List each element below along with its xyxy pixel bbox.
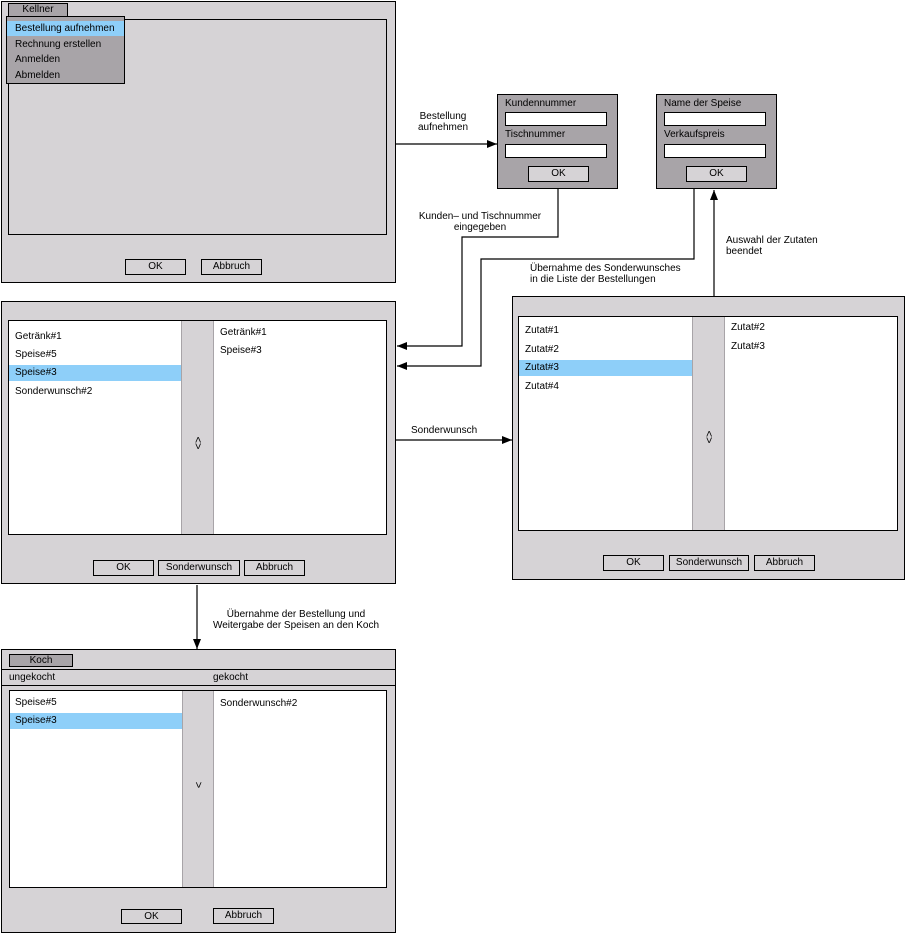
speise-ok-button[interactable]: OK [686, 166, 747, 182]
zutaten-list-area: Zutat#1 Zutat#2 Zutat#3 Zutat#4 <> Zutat… [518, 316, 898, 531]
list-item[interactable]: Zutat#3 [731, 341, 765, 352]
kellner-window: Kellner Bestellung aufnehmen Rechnung er… [1, 1, 396, 283]
list-item[interactable]: Sonderwunsch#2 [15, 386, 93, 397]
menu-item-abmelden[interactable]: Abmelden [15, 70, 61, 81]
ungekocht-list: Speise#5 Speise#3 [10, 691, 182, 887]
bestellung-sonderwunsch-button[interactable]: Sonderwunsch [158, 560, 240, 576]
kundennummer-label: Kundennummer [505, 98, 577, 109]
column-header-gekocht: gekocht [213, 672, 249, 683]
bestellung-transfer-bar[interactable]: <> [181, 321, 214, 534]
koch-header-divider [2, 685, 395, 686]
menu-item-rechnung-erstellen[interactable]: Rechnung erstellen [15, 39, 102, 50]
annotation-weitergabe-koch: Übernahme der Bestellung und Weitergabe … [212, 609, 380, 631]
list-item[interactable]: Speise#3 [220, 345, 262, 356]
speise-dialog: Name der Speise Verkaufspreis OK [656, 94, 777, 189]
list-item-selected[interactable]: Zutat#3 [519, 360, 692, 376]
list-item[interactable]: Getränk#1 [220, 327, 267, 338]
zutaten-right-list: Zutat#2 Zutat#3 [725, 317, 897, 530]
list-item[interactable]: Speise#5 [15, 349, 57, 360]
koch-window: Koch ungekocht gekocht Speise#5 Speise#3… [1, 649, 396, 933]
list-item[interactable]: Sonderwunsch#2 [220, 698, 298, 709]
arrow-kunden-eingegeben [397, 189, 559, 350]
kellner-menu: Bestellung aufnehmen Rechnung erstellen … [6, 16, 125, 84]
zutaten-sonderwunsch-button[interactable]: Sonderwunsch [669, 555, 749, 571]
zutaten-ok-button[interactable]: OK [603, 555, 664, 571]
menu-item-anmelden[interactable]: Anmelden [15, 54, 61, 65]
zutaten-window: Zutat#1 Zutat#2 Zutat#3 Zutat#4 <> Zutat… [512, 296, 905, 580]
annotation-sonderwunsch: Sonderwunsch [411, 425, 478, 436]
column-header-ungekocht: ungekocht [9, 672, 56, 683]
bestellung-right-list: Getränk#1 Speise#3 [214, 321, 386, 534]
bestellung-abbruch-button[interactable]: Abbruch [244, 560, 305, 576]
zutaten-abbruch-button[interactable]: Abbruch [754, 555, 815, 571]
koch-header-divider [2, 669, 395, 670]
list-item-selected[interactable]: Speise#3 [9, 365, 181, 381]
bestellung-window: Getränk#1 Speise#5 Speise#3 Sonderwunsch… [1, 301, 396, 584]
list-item[interactable]: Getränk#1 [15, 331, 62, 342]
kellner-ok-button[interactable]: OK [125, 259, 186, 275]
zutaten-transfer-bar[interactable]: <> [692, 317, 725, 530]
kellner-abbruch-button[interactable]: Abbruch [201, 259, 262, 275]
tischnummer-label: Tischnummer [505, 129, 566, 140]
gekocht-list: Sonderwunsch#2 [214, 691, 386, 887]
list-item[interactable]: Zutat#1 [525, 325, 559, 336]
arrow-uebernahme-sonderwunsch [397, 189, 695, 370]
zutaten-left-list: Zutat#1 Zutat#2 Zutat#3 Zutat#4 [519, 317, 692, 530]
bestellung-list-area: Getränk#1 Speise#5 Speise#3 Sonderwunsch… [8, 320, 387, 535]
list-item[interactable]: Zutat#2 [525, 344, 559, 355]
annotation-kunden-eingegeben: Kunden– und Tischnummer eingegeben [418, 211, 542, 233]
name-der-speise-label: Name der Speise [664, 98, 742, 109]
bestellung-ok-button[interactable]: OK [93, 560, 154, 576]
list-item[interactable]: Zutat#2 [731, 322, 765, 333]
koch-abbruch-button[interactable]: Abbruch [213, 908, 274, 924]
list-item-selected[interactable]: Speise#3 [10, 713, 182, 729]
list-item[interactable]: Speise#5 [15, 697, 57, 708]
kunden-dialog: Kundennummer Tischnummer OK [497, 94, 618, 189]
menu-item-bestellung-aufnehmen[interactable]: Bestellung aufnehmen [7, 21, 124, 36]
name-der-speise-field[interactable] [664, 112, 766, 126]
verkaufspreis-field[interactable] [664, 144, 766, 158]
annotation-uebernahme-sonderwunsch: Übernahme des Sonderwunsches in die List… [530, 263, 681, 285]
verkaufspreis-label: Verkaufspreis [664, 129, 725, 140]
koch-transfer-bar[interactable]: > [182, 691, 214, 887]
annotation-bestellung-aufnehmen: Bestellung aufnehmen [417, 111, 469, 133]
annotation-auswahl-beendet: Auswahl der Zutaten beendet [726, 235, 818, 257]
list-item[interactable]: Zutat#4 [525, 381, 559, 392]
kunden-ok-button[interactable]: OK [528, 166, 589, 182]
bestellung-left-list: Getränk#1 Speise#5 Speise#3 Sonderwunsch… [9, 321, 181, 534]
kundennummer-field[interactable] [505, 112, 607, 126]
tab-koch[interactable]: Koch [9, 654, 73, 667]
koch-ok-button[interactable]: OK [121, 909, 182, 924]
tischnummer-field[interactable] [505, 144, 607, 158]
koch-list-area: Speise#5 Speise#3 > Sonderwunsch#2 [9, 690, 387, 888]
